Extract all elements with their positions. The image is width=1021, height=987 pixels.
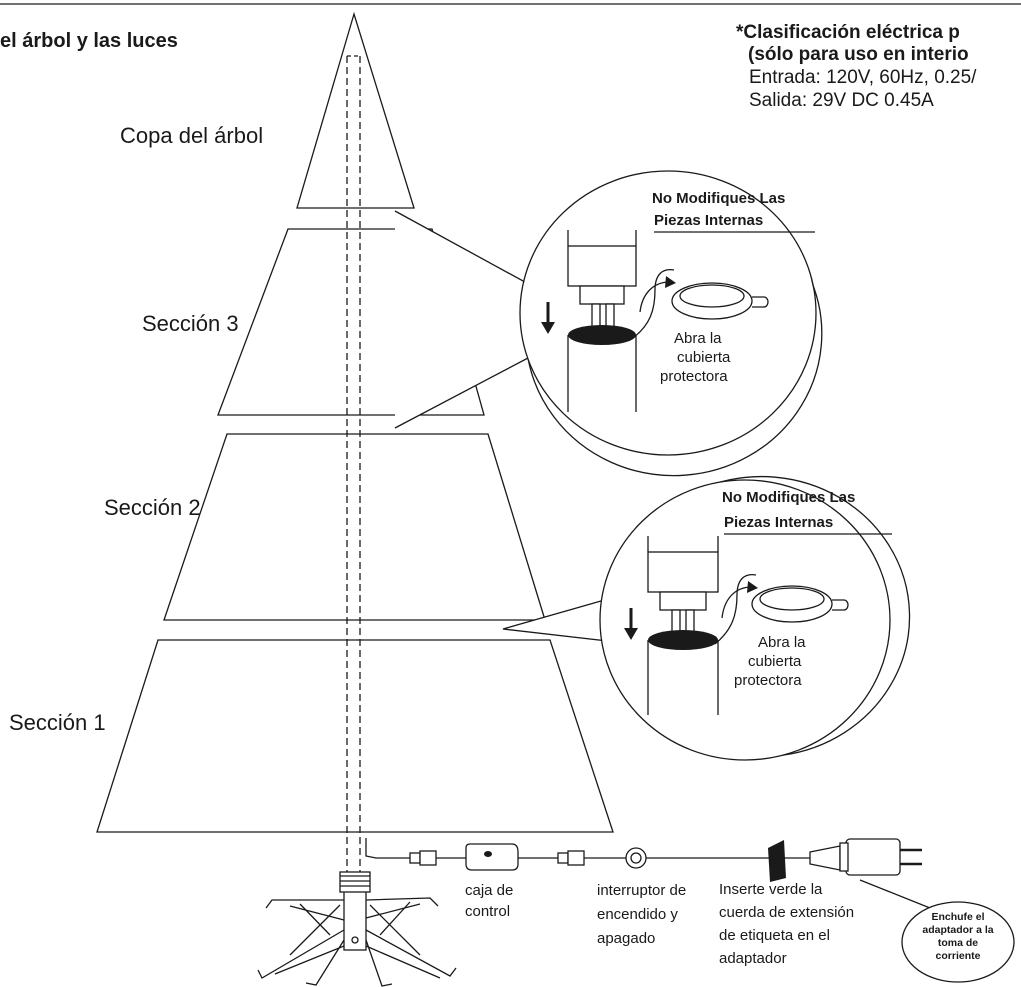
lower-plug-body — [647, 551, 719, 593]
power-switch — [625, 847, 647, 869]
connector-1-a — [409, 852, 421, 864]
stand-leg-front-mid — [305, 939, 393, 987]
detail-callout-lower: No Modifiques Las Piezas Internas Abra l… — [502, 475, 911, 761]
rating-line-4: Salida: 29V DC 0.45A — [749, 90, 934, 111]
insert-label-line-2: cuerda de extensión — [719, 904, 854, 921]
upper-socket-opening — [568, 325, 636, 345]
lower-note-line-3: protectora — [734, 672, 802, 689]
upper-curve-arrow-icon — [665, 276, 676, 288]
control-box — [465, 843, 519, 871]
stand-cross-braces — [289, 901, 421, 956]
stand-leg-back-left — [265, 899, 345, 921]
label-section-3: Sección 3 — [142, 311, 239, 336]
stand-bolt — [351, 936, 359, 944]
lower-arrow-down-icon — [624, 628, 638, 640]
switch-label-line-3: apagado — [597, 930, 655, 947]
section-2-shape — [163, 433, 546, 621]
lower-cap-outer — [751, 585, 833, 623]
upper-cap-outer — [671, 282, 753, 320]
detail-callout-upper: No Modifiques Las Piezas Internas Abra l… — [394, 166, 823, 477]
control-box-button-icon — [484, 851, 492, 857]
upper-plug-collar — [579, 285, 625, 305]
lower-warning-line-2: Piezas Internas — [724, 514, 833, 531]
upper-cap-inner — [679, 284, 745, 308]
rating-line-1: *Clasificación eléctrica p — [736, 22, 960, 43]
lower-cap-tab — [832, 599, 849, 611]
connector-2-b — [567, 850, 585, 866]
plug-note-line-1: Enchufe el — [931, 911, 984, 923]
power-switch-inner — [630, 852, 642, 864]
lower-socket-walls — [647, 640, 719, 715]
adapter-rear — [839, 842, 849, 872]
label-section-1: Sección 1 — [9, 710, 106, 735]
upper-note-line-2: cubierta — [677, 349, 731, 366]
lower-socket-opening — [648, 630, 718, 650]
section-1-shape — [96, 639, 614, 833]
plug-note-line-2: adaptador a la — [922, 924, 993, 936]
lower-note-line-1: Abra la — [758, 634, 806, 651]
stand-leg-back-right — [365, 897, 439, 919]
rating-line-2: (sólo para uso en interio — [748, 44, 969, 65]
control-label-line-2: control — [465, 903, 510, 920]
label-section-2: Sección 2 — [104, 495, 201, 520]
adapter-connector — [809, 845, 841, 871]
callout-upper-circle — [519, 170, 817, 456]
lower-note-line-2: cubierta — [748, 653, 802, 670]
adapter-leader-line — [859, 879, 936, 911]
cord-from-tree — [365, 838, 410, 859]
control-label-line-1: caja de — [465, 882, 513, 899]
plug-callout-circle — [901, 901, 1015, 983]
header-title: el árbol y las luces — [0, 30, 178, 52]
upper-socket-walls — [567, 335, 637, 412]
upper-arrow-down-icon — [541, 322, 555, 334]
upper-warning-line-2: Piezas Internas — [654, 212, 763, 229]
tree-stand — [257, 871, 457, 987]
plug-note-line-4: corriente — [936, 950, 981, 962]
lower-plug-top — [647, 536, 719, 552]
stand-clamp — [339, 871, 371, 893]
upper-note-line-3: protectora — [660, 368, 728, 385]
plug-note-line-3: toma de — [938, 937, 978, 949]
label-tree-top: Copa del árbol — [120, 123, 263, 148]
upper-plug-body — [567, 245, 637, 287]
lower-plug-collar — [659, 591, 707, 611]
section-3-shape — [217, 228, 485, 416]
connector-1-b — [419, 850, 437, 866]
upper-plug-top — [567, 230, 637, 246]
stand-leg-front-right — [365, 929, 457, 979]
green-tag — [768, 840, 786, 882]
insert-label-line-1: Inserte verde la — [719, 881, 823, 898]
lower-cap-inner — [759, 587, 825, 611]
insert-label-line-4: adaptador — [719, 950, 787, 967]
upper-note-line-1: Abra la — [674, 330, 722, 347]
switch-label-line-1: interruptor de — [597, 882, 686, 899]
upper-warning-line-1: No Modifiques Las — [652, 190, 785, 207]
adapter-body — [845, 838, 901, 876]
connector-2-a — [557, 852, 569, 864]
callout-lower-circle — [599, 479, 891, 761]
lower-curve-arrow-icon — [747, 581, 758, 593]
tree-top-shape — [296, 11, 415, 209]
switch-label-line-2: encendido y — [597, 906, 678, 923]
upper-tether-line — [632, 269, 675, 339]
stand-leg-front-left — [257, 929, 345, 979]
rating-line-3: Entrada: 120V, 60Hz, 0.25/ — [749, 67, 977, 88]
lower-tether-line — [714, 574, 757, 645]
callout-upper-mask — [521, 166, 815, 460]
lower-warning-line-1: No Modifiques Las — [722, 489, 855, 506]
upper-cap-tab — [752, 296, 769, 308]
insert-label-line-3: de etiqueta en el — [719, 927, 830, 944]
